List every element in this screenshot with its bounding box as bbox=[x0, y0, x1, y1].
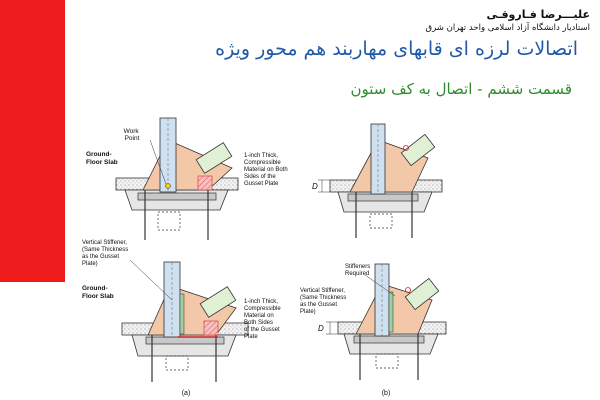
brace bbox=[195, 142, 233, 174]
slide-subtitle: قسمت ششم - اتصال به کف ستون bbox=[350, 80, 572, 98]
leader bbox=[129, 259, 173, 301]
work-point-marker bbox=[165, 183, 171, 189]
leader bbox=[364, 274, 396, 297]
compressible-label: 1-inch Thick, Compressible Material on B… bbox=[244, 299, 282, 340]
base-plate bbox=[347, 193, 419, 202]
compressible-material bbox=[197, 175, 213, 191]
stiffeners-required-label: Stiffeners Required bbox=[345, 264, 372, 277]
brace bbox=[199, 286, 237, 318]
brace bbox=[400, 133, 436, 167]
base-plate bbox=[353, 335, 425, 344]
base-plate bbox=[137, 192, 217, 201]
caption-a: (a) bbox=[182, 390, 191, 397]
brace bbox=[404, 277, 440, 311]
compressible-label: 1-inch Thick, Compressible Material on B… bbox=[244, 153, 289, 187]
dim-label: D bbox=[312, 182, 318, 191]
panel-top-left: Work Point Ground- Floor Slab 1-inch Thi… bbox=[86, 117, 289, 240]
red-accent-bar bbox=[0, 0, 65, 282]
panel-bottom-left: Vertical Stiffener, (Same Thickness as t… bbox=[82, 240, 282, 382]
ground-floor-slab-label: Ground- Floor Slab bbox=[86, 151, 118, 166]
vertical-stiffener-label: Vertical Stiffener, (Same Thickness as t… bbox=[300, 288, 348, 315]
pedestal bbox=[165, 355, 189, 371]
vertical-stiffener bbox=[179, 293, 185, 335]
author-block: علیـــرضا فـاروقـی استادیار دانشگاه آزاد… bbox=[425, 8, 590, 33]
pedestal bbox=[369, 213, 393, 229]
work-point-label: Work Point bbox=[124, 128, 141, 142]
panel-top-right: D bbox=[312, 123, 443, 238]
ground-floor-slab-label: Ground- Floor Slab bbox=[82, 285, 114, 300]
pedestal bbox=[375, 353, 399, 369]
vertical-stiffener-label: Vertical Stiffener, (Same Thickness as t… bbox=[82, 240, 130, 267]
work-point-marker bbox=[405, 287, 411, 293]
slide-title: اتصالات لرزه ای قابهای مهاربند هم محور و… bbox=[215, 38, 578, 60]
base-plate bbox=[145, 336, 225, 345]
pedestal bbox=[157, 211, 181, 231]
vertical-stiffener bbox=[388, 291, 394, 333]
panel-bottom-right: D Stiffeners Required Vertical Stiffener… bbox=[300, 263, 447, 380]
author-affiliation: استادیار دانشگاه آزاد اسلامی واحد تهران … bbox=[425, 23, 590, 33]
work-point-marker bbox=[403, 145, 409, 151]
leader bbox=[149, 139, 167, 185]
author-name: علیـــرضا فـاروقـی bbox=[486, 8, 590, 21]
caption-b: (b) bbox=[382, 390, 391, 397]
dim-label: D bbox=[318, 324, 324, 333]
compressible-material bbox=[203, 320, 219, 336]
